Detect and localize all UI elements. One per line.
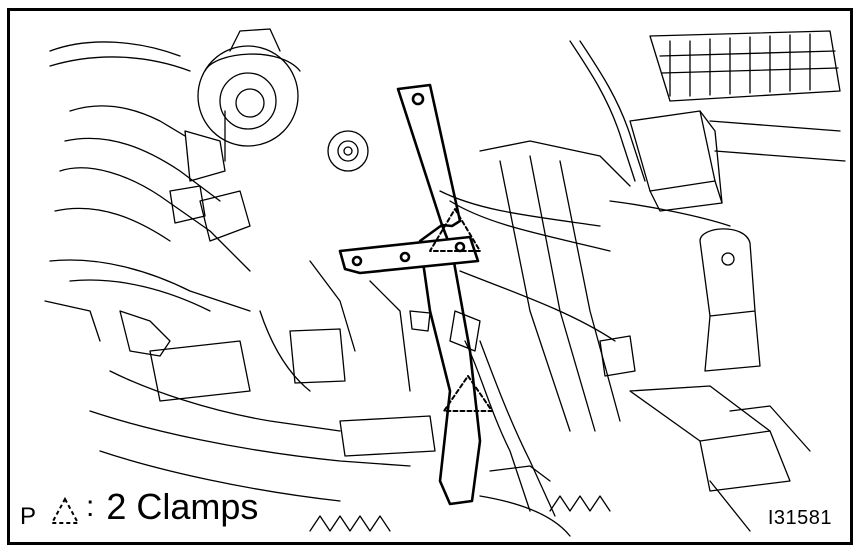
- bolt-boss: [327, 130, 369, 172]
- clamp-upper-icon: [429, 208, 481, 252]
- left-wire-harness: [44, 41, 251, 357]
- vent-grille: [649, 30, 841, 102]
- lower-console: [89, 260, 436, 502]
- legend-colon: :: [86, 490, 95, 523]
- center-wire-harness: [409, 190, 636, 537]
- diagram-frame: P : 2 Clamps I31581: [7, 8, 853, 545]
- motor-component: [169, 28, 301, 242]
- top-tube: [569, 40, 646, 182]
- right-panel: [479, 120, 846, 432]
- relay-box: [629, 110, 723, 212]
- center-bracket: [338, 83, 482, 506]
- legend-text: 2 Clamps: [106, 486, 259, 527]
- clamp-lower-icon: [443, 375, 493, 412]
- page-code: P: [20, 503, 37, 530]
- shift-knob: [629, 228, 811, 532]
- legend: P : 2 Clamps: [20, 486, 259, 529]
- bottom-jagged-edge: [309, 495, 611, 532]
- dashed-triangle-icon: [50, 495, 80, 524]
- engine-bay-illustration: [44, 28, 846, 537]
- figure-id: I31581: [767, 507, 832, 529]
